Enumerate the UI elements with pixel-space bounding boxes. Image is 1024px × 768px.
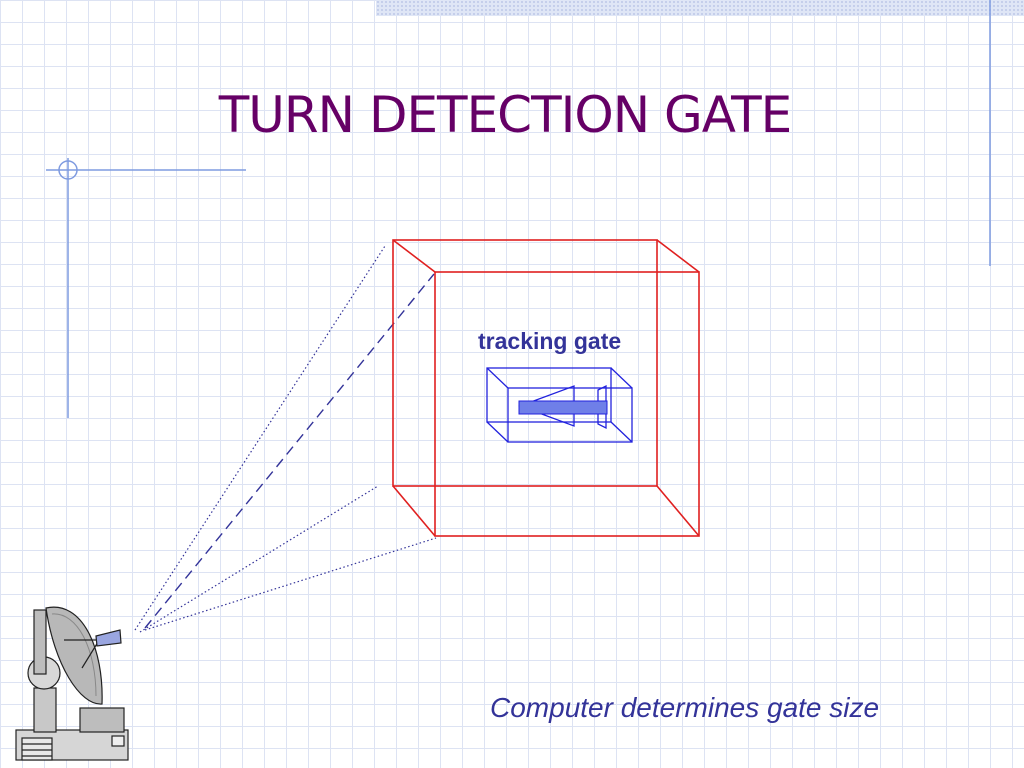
aircraft-target-icon — [518, 384, 608, 430]
beam-line-center — [144, 273, 435, 629]
top-decorative-band — [376, 0, 1024, 16]
tracking-gate-label: tracking gate — [478, 328, 622, 354]
detection-gate-box — [392, 239, 700, 537]
beam-line-bottom — [144, 537, 437, 631]
slide-title: TURN DETECTION GATE — [218, 86, 792, 144]
beam-line-top — [134, 245, 386, 631]
decor-ring — [58, 160, 78, 180]
slide-caption: Computer determines gate size — [490, 692, 880, 723]
beam-line-lower — [139, 485, 379, 633]
radar-beam-lines — [134, 245, 437, 633]
radar-dish-icon — [15, 606, 129, 761]
